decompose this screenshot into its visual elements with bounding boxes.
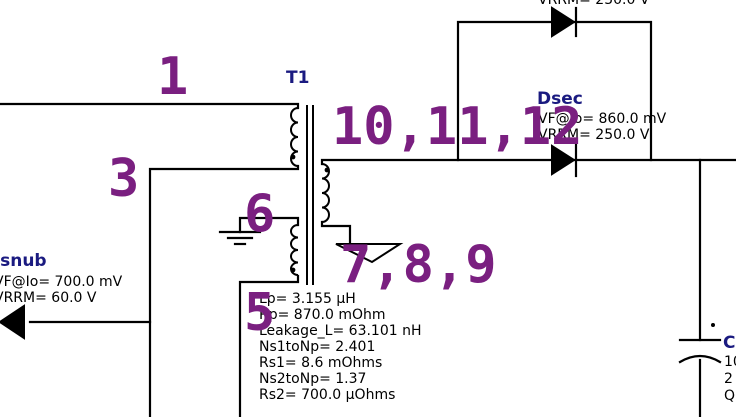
capacitor-ref: C bbox=[723, 333, 735, 353]
dsec-param: VRRM= 250.0 V bbox=[538, 127, 650, 143]
pin-label-7-8-9: 7,8,9 bbox=[340, 235, 497, 295]
wire-secondary-top bbox=[320, 158, 736, 166]
dsnub-ref: Dsnub bbox=[0, 251, 47, 271]
return-ground-triangle bbox=[335, 243, 404, 264]
dsec-param: VF@Io= 860.0 mV bbox=[538, 111, 667, 127]
diode-top-triangle bbox=[551, 6, 576, 38]
diode-top-param: VRRM= 250.0 V bbox=[538, 0, 650, 8]
capacitor-polarity-dot bbox=[711, 323, 715, 327]
diode-dsec bbox=[551, 142, 578, 178]
pin-label-1: 1 bbox=[157, 47, 188, 107]
transformer-param: Leakage_L= 63.101 nH bbox=[259, 323, 422, 339]
ground-symbol bbox=[218, 230, 262, 246]
primary-winding bbox=[290, 107, 299, 167]
wires bbox=[0, 20, 736, 417]
wire-aux-bottom bbox=[238, 274, 300, 417]
polarity-dot-secondary bbox=[324, 167, 330, 173]
dsnub-param: VRRM= 60.0 V bbox=[0, 290, 97, 306]
secondary-winding bbox=[321, 163, 330, 223]
transformer-param: Rs1= 8.6 mOhms bbox=[259, 355, 382, 371]
capacitor bbox=[678, 323, 722, 364]
transformer-ref: T1 bbox=[286, 68, 309, 88]
transformer-param: Rp= 870.0 mOhm bbox=[259, 307, 386, 323]
transformer-param: Lp= 3.155 µH bbox=[259, 291, 356, 307]
pin-label-3: 3 bbox=[108, 149, 139, 209]
transformer-param: Ns2toNp= 1.37 bbox=[259, 371, 366, 387]
capacitor-param: 10 bbox=[724, 354, 736, 370]
transformer-param: Ns1toNp= 2.401 bbox=[259, 339, 375, 355]
pin-label-5: 5 bbox=[244, 283, 275, 343]
pin-label-6: 6 bbox=[244, 184, 275, 244]
diode-dsnub bbox=[0, 304, 25, 340]
capacitor-param: Q bbox=[724, 388, 735, 404]
wire-aux-ground bbox=[238, 216, 300, 234]
dsnub-param: VF@Io= 700.0 mV bbox=[0, 274, 123, 290]
transformer-params: Lp= 3.155 µH Rp= 870.0 mOhm Leakage_L= 6… bbox=[259, 291, 422, 403]
transformer-param: Rs2= 700.0 µOhms bbox=[259, 387, 395, 403]
wire-secondary-return bbox=[320, 220, 352, 246]
capacitor-bottom-plate bbox=[678, 354, 722, 364]
pin-label-10-11-12: 10,11,12 bbox=[332, 97, 582, 157]
aux-winding bbox=[290, 224, 299, 276]
diode-top bbox=[551, 6, 578, 38]
polarity-dot-primary bbox=[290, 154, 296, 160]
capacitor-param: 2 bbox=[724, 371, 733, 387]
transformer-t1 bbox=[290, 105, 330, 285]
diode-dsnub-triangle bbox=[0, 304, 25, 340]
polarity-dot-aux bbox=[290, 267, 296, 273]
diode-dsec-triangle bbox=[551, 144, 576, 176]
dsec-ref: Dsec bbox=[537, 89, 583, 109]
wire-primary-top bbox=[0, 102, 300, 110]
wire-primary-bottom bbox=[148, 164, 300, 417]
